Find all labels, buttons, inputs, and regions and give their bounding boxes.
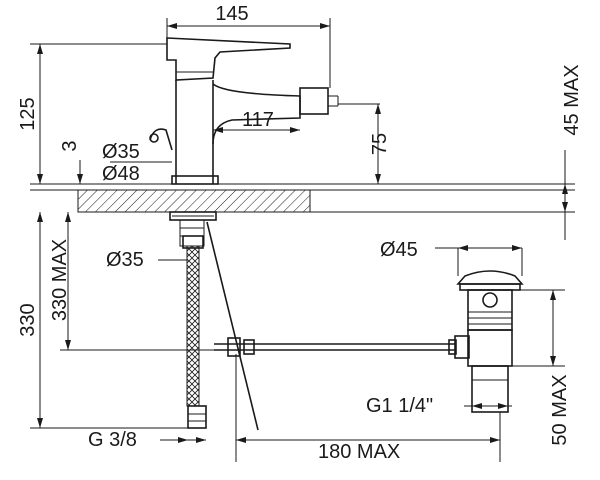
label-g-3-8: G 3/8 — [88, 429, 137, 451]
flex-hose — [186, 245, 200, 407]
label-dia-45: Ø45 — [380, 239, 418, 261]
dimensions — [30, 18, 568, 462]
dimension-labels: 145 125 3 Ø35 Ø48 117 75 45 MAX 330 MAX … — [17, 3, 583, 463]
label-dia-35-bottom: Ø35 — [106, 249, 144, 271]
label-3: 3 — [59, 140, 81, 151]
label-330-max: 330 MAX — [49, 239, 71, 321]
label-50-max: 50 MAX — [549, 374, 571, 445]
faucet-body — [149, 37, 339, 185]
label-125: 125 — [17, 97, 39, 130]
label-dia-48: Ø48 — [102, 163, 140, 185]
label-45-max: 45 MAX — [561, 64, 583, 135]
pop-up-waste — [448, 270, 524, 413]
under-counter-assembly — [169, 211, 455, 431]
countertop — [30, 183, 575, 213]
label-g1-1-4: G1 1/4" — [366, 395, 433, 417]
label-dia-35-top: Ø35 — [102, 141, 140, 163]
label-145: 145 — [215, 3, 248, 25]
label-75: 75 — [369, 133, 391, 155]
label-117: 117 — [242, 109, 274, 131]
label-180-max: 180 MAX — [318, 441, 400, 463]
label-330: 330 — [17, 303, 39, 336]
